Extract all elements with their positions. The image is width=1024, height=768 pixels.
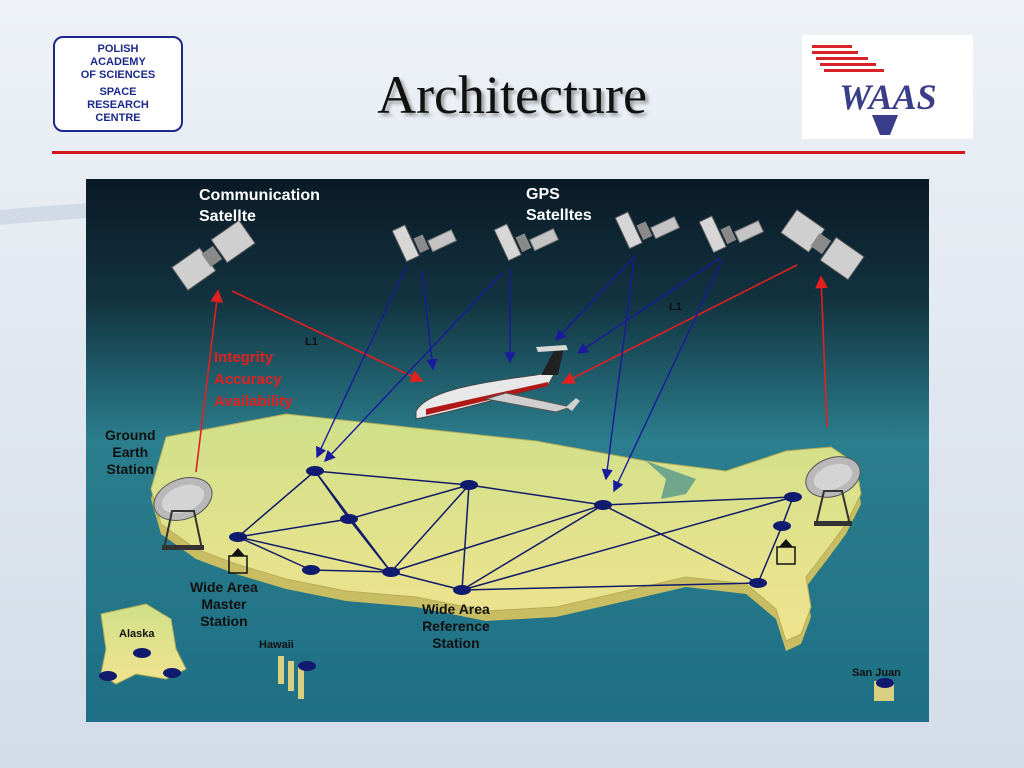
label-line: Station — [106, 461, 154, 477]
gps-satellite-icon — [493, 223, 560, 262]
network-node — [382, 567, 400, 577]
master-station-label: Wide Area Master Station — [190, 579, 258, 630]
gps-satellite-icon — [614, 211, 681, 250]
label-line: Ground — [105, 427, 156, 443]
ground-network-nodes — [99, 466, 894, 688]
network-node — [784, 492, 802, 502]
waas-logo: WAAS — [802, 35, 973, 139]
gps-satellite-icon — [698, 215, 765, 254]
logo-line: OF SCIENCES — [80, 69, 156, 81]
satellite-dish-icon — [805, 456, 861, 526]
logo-line: RESEARCH — [87, 99, 149, 111]
waas-logo-text: WAAS — [839, 77, 936, 117]
network-node — [163, 668, 181, 678]
title-rule — [52, 151, 965, 154]
service-parameters-label: Integrity Accuracy Availability — [214, 347, 293, 413]
communication-satellite-label: Communication Satellte — [199, 185, 320, 227]
network-node — [302, 565, 320, 575]
hawaii-label: Hawaii — [259, 639, 294, 651]
san-juan-label: San Juan — [852, 667, 901, 679]
label-line: Communication — [199, 187, 320, 204]
satellite-dish-icon — [153, 477, 213, 550]
communication-satellite-icon — [171, 219, 256, 291]
gps-satellite-icon — [391, 224, 458, 263]
network-node — [306, 466, 324, 476]
logo-line: SPACE — [99, 86, 137, 98]
label-line: Station — [200, 613, 248, 629]
network-node — [133, 648, 151, 658]
label-line: Reference — [422, 618, 490, 634]
label-line: Station — [432, 635, 480, 651]
alaska-label: Alaska — [119, 628, 155, 640]
label-line: Satellte — [199, 208, 256, 225]
ground-network — [237, 470, 794, 591]
label-line: Integrity — [214, 349, 274, 366]
network-node — [773, 521, 791, 531]
label-line: Satelltes — [526, 207, 592, 224]
us-map — [100, 413, 894, 701]
network-node — [594, 500, 612, 510]
logo-line: CENTRE — [95, 112, 141, 124]
label-line: GPS — [526, 186, 560, 203]
logo-line: ACADEMY — [90, 56, 146, 68]
label-line: Wide Area — [190, 579, 258, 595]
network-node — [229, 532, 247, 542]
network-node — [749, 578, 767, 588]
network-node — [99, 671, 117, 681]
reference-station-label: Wide Area Reference Station — [422, 601, 490, 652]
network-node — [876, 678, 894, 688]
network-node — [340, 514, 358, 524]
gps-signal-arrows — [316, 254, 723, 493]
label-line: Accuracy — [214, 371, 282, 388]
gps-satellites-label: GPS Satelltes — [526, 184, 592, 226]
network-node — [453, 585, 471, 595]
airplane-icon — [415, 345, 580, 420]
label-line: Availability — [214, 393, 293, 410]
waas-architecture-diagram: Communication Satellte GPS Satelltes L1 … — [86, 179, 929, 722]
label-line: Earth — [112, 444, 149, 460]
slide-title: Architecture — [377, 65, 647, 125]
label-line: Master — [201, 596, 247, 612]
l1-signal-label: L1 — [669, 301, 682, 313]
polish-academy-logo: POLISH ACADEMY OF SCIENCES SPACE RESEARC… — [53, 36, 183, 132]
communication-satellite-icon — [780, 209, 865, 281]
network-node — [298, 661, 316, 671]
label-line: Wide Area — [422, 601, 490, 617]
network-node — [460, 480, 478, 490]
ground-earth-station-label: Ground Earth Station — [105, 427, 156, 478]
integrity-signal-arrows — [195, 264, 828, 473]
logo-line: POLISH — [97, 43, 139, 55]
station-markers — [228, 539, 796, 574]
l1-signal-label: L1 — [305, 336, 318, 348]
